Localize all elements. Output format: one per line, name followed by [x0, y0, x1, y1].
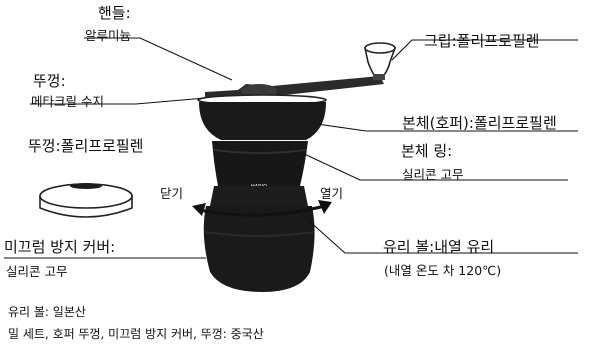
open-label: 열기 [320, 186, 344, 201]
origin-line-2: 밀 세트, 호퍼 뚜껑, 미끄럼 방지 커버, 뚜껑: 중국산 [8, 327, 264, 341]
leader-lines [4, 37, 578, 259]
lid-material-label: 메타크릴 수지 [31, 94, 104, 109]
body-ring [212, 141, 308, 186]
handle-title-label: 핸들: [98, 4, 131, 22]
rotation-arc [198, 204, 326, 217]
handle-material-label: 알루미늄 [85, 28, 132, 43]
grip-label: 그립:폴리프로필렌 [424, 32, 540, 50]
hopper-body [199, 102, 326, 140]
lid-title-label: 뚜껑: [33, 72, 66, 90]
body-label: 본체(호퍼):폴리프로필렌 [402, 114, 557, 132]
antislip-title-label: 미끄럼 방지 커버: [4, 238, 116, 256]
ring-material-label: 실리콘 고무 [402, 167, 464, 182]
origin-line-1: 유리 볼: 일본산 [8, 305, 86, 319]
close-label: 닫기 [160, 186, 184, 201]
glass-heat-label: (내열 온도 차 120℃) [384, 263, 502, 278]
glass-title-label: 유리 볼:내열 유리 [383, 238, 495, 256]
close-arrow [192, 203, 206, 216]
loose-lid-label: 뚜껑:폴리프로필렌 [28, 137, 144, 155]
glass-bowl [203, 206, 315, 292]
open-arrow [318, 200, 332, 214]
antislip-material-label: 실리콘 고무 [6, 264, 68, 279]
ring-title-label: 본체 링: [401, 142, 453, 160]
